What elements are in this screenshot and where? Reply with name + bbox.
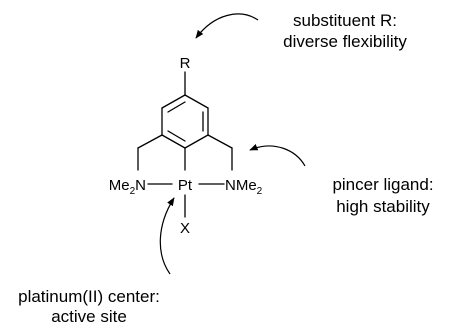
- platinum-description: active site: [51, 307, 127, 326]
- right-arm-bond: [207, 134, 233, 149]
- x-label: X: [180, 220, 190, 237]
- pt-label: Pt: [178, 177, 193, 194]
- pincer-arrow: [249, 143, 306, 167]
- right-nme2-label: NMe2: [225, 177, 263, 197]
- substituent-description: diverse flexibility: [283, 32, 407, 51]
- substituent-title: substituent R:: [293, 11, 397, 30]
- platinum-annotation: platinum(II) center: active site: [18, 287, 160, 326]
- benzene-ring: [161, 94, 209, 149]
- left-nme2-label: Me2N: [109, 177, 146, 197]
- platinum-title: platinum(II) center:: [18, 287, 160, 306]
- pincer-title: pincer ligand:: [332, 175, 433, 194]
- pincer-annotation: pincer ligand: high stability: [332, 175, 433, 216]
- left-arm-bond: [137, 134, 163, 149]
- substituent-annotation: substituent R: diverse flexibility: [283, 11, 407, 51]
- platinum-arrow: [159, 197, 175, 275]
- molecule-structure: R Me2N Pt NMe2 X: [109, 55, 263, 237]
- r-label: R: [180, 55, 191, 72]
- pincer-description: high stability: [336, 197, 430, 216]
- substituent-arrow: [195, 13, 259, 39]
